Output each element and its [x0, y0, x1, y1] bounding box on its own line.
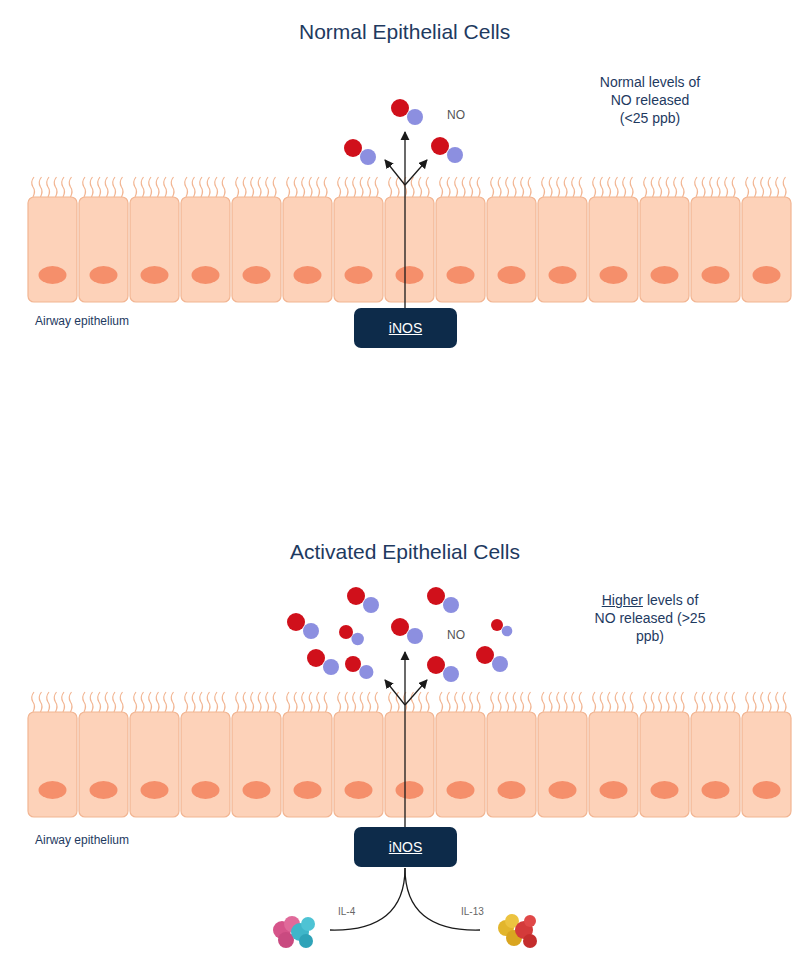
note-text: Higherlevels of NO released (>25 ppb): [594, 591, 706, 646]
label-text: IL-13: [461, 905, 484, 918]
label-text: Airway epithelium: [35, 833, 129, 849]
enzyme-box: iNOS: [354, 308, 457, 348]
il4-protein: [273, 916, 315, 948]
epithelium: [28, 177, 791, 302]
il13-protein: [498, 914, 537, 948]
label-text: Normal levels of NO released (<25 ppb): [598, 73, 702, 128]
label-text: NO: [447, 628, 465, 644]
label-text: Airway epithelium: [35, 314, 129, 330]
panel-heading: Normal Epithelial Cells: [299, 18, 510, 45]
label-text: NO: [447, 108, 465, 124]
enzyme-name: iNOS: [389, 839, 422, 855]
enzyme-box: iNOS: [354, 827, 457, 867]
emphasis-text: Higher: [602, 591, 643, 609]
no-arrows: [330, 132, 480, 930]
label-text: IL-4: [338, 905, 355, 918]
epithelium: [28, 692, 791, 817]
panel-heading: Activated Epithelial Cells: [290, 538, 520, 565]
enzyme-name: iNOS: [389, 320, 422, 336]
no-molecules: [287, 99, 512, 682]
